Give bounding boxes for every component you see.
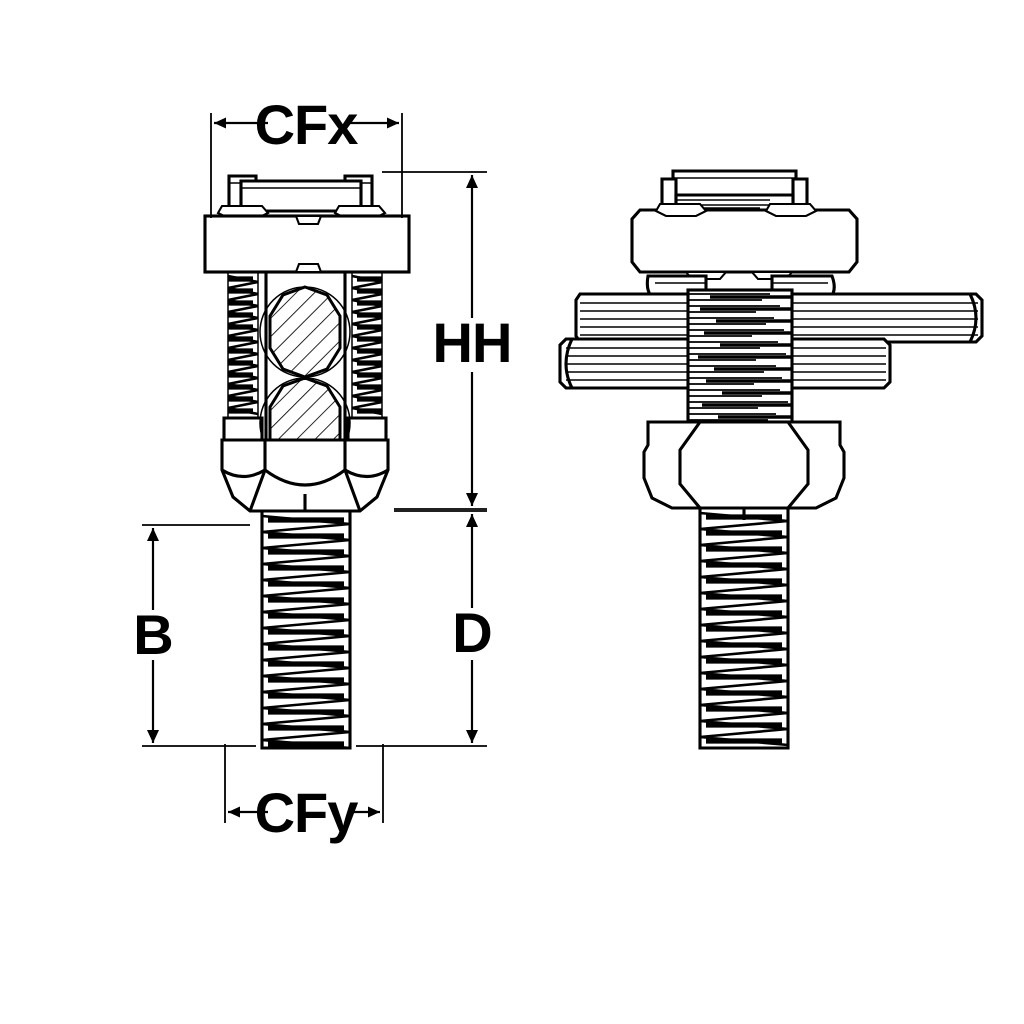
dimension-label-hh: HH	[433, 311, 512, 374]
top-cap	[216, 174, 387, 220]
hex-nut	[220, 438, 390, 513]
side-hex-nut-left-face	[678, 421, 702, 509]
cable-upper-section-body	[268, 285, 342, 379]
dimension-label-d: D	[452, 601, 491, 664]
dimension-b: B	[133, 524, 256, 747]
bolt-shank	[260, 511, 352, 750]
clamp-body	[203, 214, 411, 274]
hex-nut-right-chamfer	[344, 468, 389, 479]
clamp-body-top-notch	[294, 214, 323, 226]
dimensions-group: CFx HH D	[133, 93, 512, 844]
dimension-label-b: B	[133, 603, 172, 666]
left-shank-thread-crests	[228, 276, 253, 414]
dimension-hh: HH	[382, 171, 512, 510]
hex-nut-center-chamfer	[264, 468, 346, 487]
dimension-label-cfy: CFy	[255, 781, 359, 844]
left-threaded-shank	[222, 272, 264, 442]
side-clamp-body-block	[630, 208, 859, 274]
right-shank-thread	[351, 274, 383, 416]
right-shank-thread-crests	[357, 276, 382, 414]
side-cable-upper-end-cap	[968, 293, 978, 343]
hex-nut-left-chamfer	[221, 468, 266, 479]
side-top-cap-right-ear	[791, 177, 809, 209]
dimension-cfx: CFx	[210, 93, 403, 218]
dimension-cfy: CFy	[224, 744, 384, 844]
side-thread-lines-right	[698, 295, 792, 419]
left-shank-thread	[227, 274, 259, 416]
center-channel-walls	[264, 272, 347, 446]
side-bolt-shank	[698, 508, 790, 750]
dimension-d: D	[356, 510, 493, 747]
side-clamp-body-right-lip	[764, 202, 818, 218]
clamp-body-bottom-notch	[294, 262, 323, 274]
side-hex-nut-body	[642, 420, 846, 510]
side-hex-nut	[642, 420, 846, 510]
side-bolt-shank-thread-crests	[706, 514, 782, 744]
side-clamp-body-left-lip	[654, 202, 708, 218]
side-cable-lower-end-cap	[564, 338, 574, 389]
side-thread-lines-left	[688, 293, 788, 421]
dimension-label-cfx: CFx	[255, 93, 359, 156]
right-shank-seat	[346, 416, 388, 442]
bolt-shank-thread-crests	[268, 517, 344, 747]
side-hex-nut-right-face	[786, 421, 810, 509]
cable-cross-section-upper	[259, 285, 351, 379]
side-view	[558, 169, 984, 750]
side-top-cap-left-ear	[660, 177, 678, 209]
left-shank-seat	[222, 416, 264, 442]
side-clamp-body	[630, 202, 859, 281]
front-view	[203, 174, 411, 750]
side-threaded-stack	[686, 288, 794, 424]
right-threaded-shank	[346, 272, 388, 442]
side-thread-lines	[688, 293, 792, 421]
side-top-cap	[660, 169, 809, 212]
